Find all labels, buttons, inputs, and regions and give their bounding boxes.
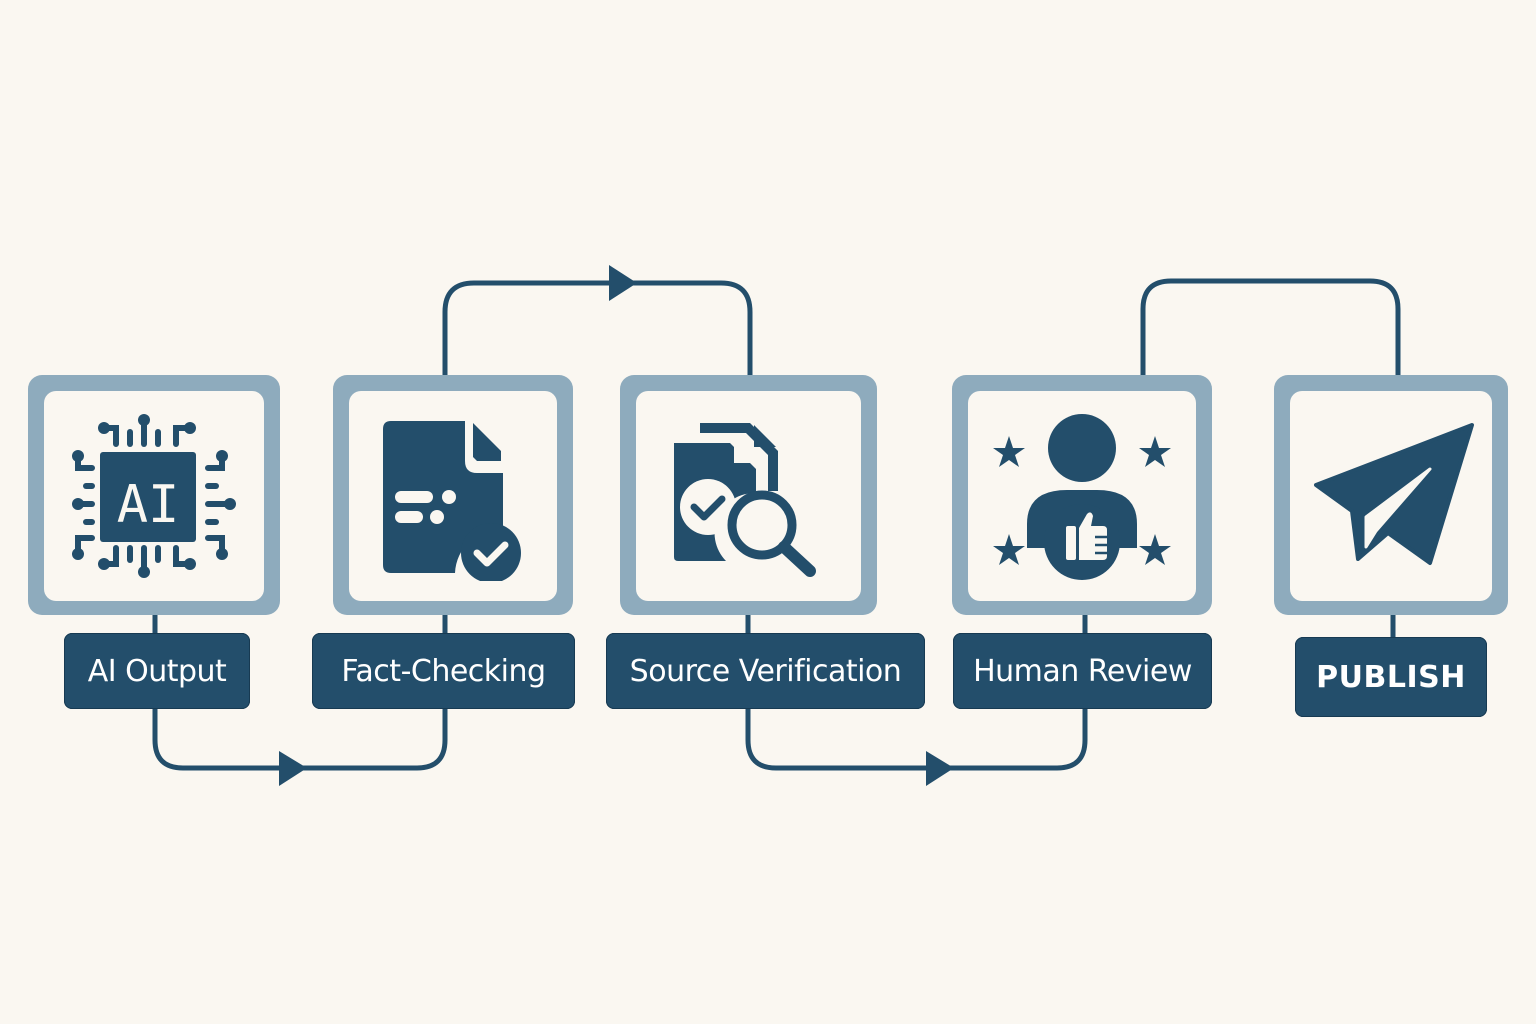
arrow-head-1 [279, 751, 307, 786]
step-label-publish[interactable]: PUBLISH [1295, 637, 1487, 717]
paper-plane-icon [1314, 423, 1474, 565]
step-label-source-verification[interactable]: Source Verification [606, 633, 925, 709]
connector-human-to-publish [1140, 278, 1401, 378]
star-icon [1139, 436, 1171, 467]
step-label-human-review[interactable]: Human Review [953, 633, 1212, 709]
thumbs-up-icon [1066, 512, 1107, 560]
connector-source-to-human [745, 706, 1088, 771]
document-check-icon [383, 421, 521, 581]
documents-magnifier-icon [673, 423, 816, 577]
step-card-source-verification [620, 375, 877, 615]
step-card-human-review [952, 375, 1212, 615]
chip-label: AI [117, 475, 180, 535]
star-icon [993, 534, 1025, 565]
step-card-ai-output: AI [28, 375, 280, 615]
star-icon [993, 436, 1025, 467]
connector-ai-to-fact [152, 706, 448, 771]
arrow-head-2 [609, 265, 637, 301]
step-label-ai-output[interactable]: AI Output [64, 633, 250, 709]
connector-fact-to-source [442, 280, 753, 378]
person-thumbs-up-stars-icon [993, 414, 1171, 580]
step-card-fact-checking [333, 375, 573, 615]
star-icon [1139, 534, 1171, 565]
step-card-publish [1274, 375, 1508, 615]
ai-chip-icon: AI [72, 414, 236, 578]
arrow-head-3 [926, 751, 954, 786]
step-label-fact-checking[interactable]: Fact-Checking [312, 633, 575, 709]
